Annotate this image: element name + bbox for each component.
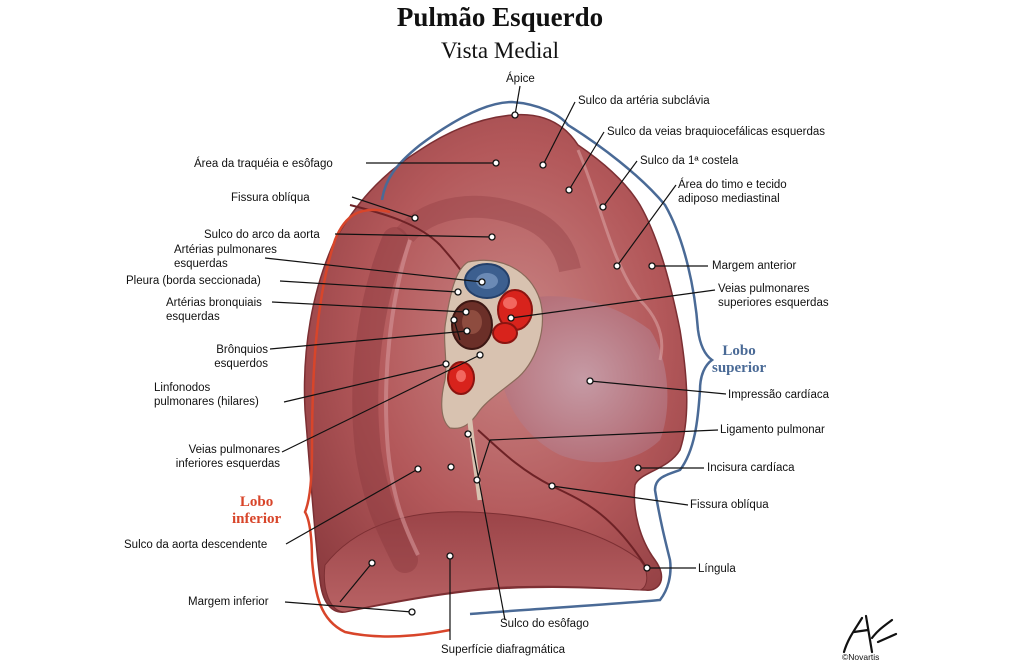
label-sulco-1-costela: Sulco da 1ª costela	[640, 155, 739, 167]
label-veias-inferiores: Veias pulmonares inferiores esquerdas	[160, 443, 280, 471]
label-margem-inferior: Margem inferior	[188, 596, 269, 608]
page-subtitle: Vista Medial	[440, 38, 560, 63]
leader-lines	[264, 85, 727, 640]
label-linfonodos-line1: Linfonodos	[154, 382, 211, 394]
lobe-inferior-line1: Lobo	[239, 494, 274, 510]
lobe-superior-label: Lobo superior	[712, 343, 766, 377]
label-bronquios-line1: Brônquios	[216, 344, 268, 356]
label-arterias-pulmonares-line1: Artérias pulmonares	[174, 244, 277, 256]
label-veias-superiores: Veias pulmonares superiores esquerdas	[718, 282, 829, 310]
label-linfonodos-line2: pulmonares (hilares)	[154, 396, 259, 408]
label-sulco-veias-braquiocefalicas: Sulco da veias braquiocefálicas esquerda…	[607, 126, 825, 138]
label-lingula: Língula	[698, 563, 736, 575]
label-arterias-bronquiais-line1: Artérias bronquiais	[166, 297, 262, 309]
label-superficie-diafragmatica: Superfície diafragmática	[441, 644, 566, 656]
label-area-traqueia: Área da traquéia e esôfago	[194, 158, 333, 170]
label-sulco-esofago: Sulco do esôfago	[500, 618, 589, 630]
lobe-superior-line1: Lobo	[722, 343, 756, 359]
label-sulco-arco-aorta: Sulco do arco da aorta	[204, 229, 320, 241]
inferior-lobe-bracket	[303, 208, 451, 638]
cardiac-impression-area	[499, 296, 668, 463]
label-apice: Ápice	[506, 73, 535, 85]
label-impressao-cardiaca: Impressão cardíaca	[728, 389, 829, 401]
page-title: Pulmão Esquerdo	[396, 2, 604, 32]
lobe-inferior-label: Lobo inferior	[232, 494, 281, 528]
artist-signature	[842, 614, 898, 654]
lobe-inferior-line2: inferior	[232, 511, 282, 527]
label-linfonodos: Linfonodos pulmonares (hilares)	[154, 381, 259, 409]
aorta-groove	[352, 227, 418, 573]
label-incisura-cardiaca: Incisura cardíaca	[707, 462, 795, 474]
label-margem-anterior: Margem anterior	[712, 260, 797, 272]
copyright-text: ©Novartis	[842, 652, 880, 662]
label-arterias-pulmonares: Artérias pulmonares esquerdas	[174, 243, 277, 271]
label-area-timo-line1: Área do timo e tecido	[678, 179, 787, 191]
label-bronquios-line2: esquerdos	[214, 358, 268, 370]
label-sulco-arteria-subclavia: Sulco da artéria subclávia	[578, 95, 710, 107]
label-arterias-pulmonares-line2: esquerdas	[174, 258, 228, 270]
label-sulco-aorta-descendente: Sulco da aorta descendente	[124, 539, 268, 551]
label-veias-inferiores-line1: Veias pulmonares	[188, 444, 280, 456]
label-arterias-bronquiais: Artérias bronquiais esquerdas	[166, 296, 262, 324]
leader-markers	[368, 111, 656, 616]
label-veias-inferiores-line2: inferiores esquerdas	[175, 458, 280, 470]
label-area-timo: Área do timo e tecido adiposo mediastina…	[678, 178, 787, 206]
label-arterias-bronquiais-line2: esquerdas	[166, 311, 220, 323]
lobe-superior-line2: superior	[712, 360, 767, 376]
label-ligamento-pulmonar: Ligamento pulmonar	[720, 424, 825, 436]
label-fissura-obliqua-right: Fissura oblíqua	[690, 499, 769, 511]
label-fissura-obliqua-left: Fissura oblíqua	[231, 192, 310, 204]
label-area-timo-line2: adiposo mediastinal	[678, 193, 780, 205]
label-pleura: Pleura (borda seccionada)	[126, 275, 261, 287]
label-bronquios: Brônquios esquerdos	[190, 343, 268, 371]
label-veias-superiores-line1: Veias pulmonares	[718, 283, 810, 295]
aortic-arch-groove	[396, 195, 581, 273]
label-veias-superiores-line2: superiores esquerdas	[718, 297, 829, 309]
